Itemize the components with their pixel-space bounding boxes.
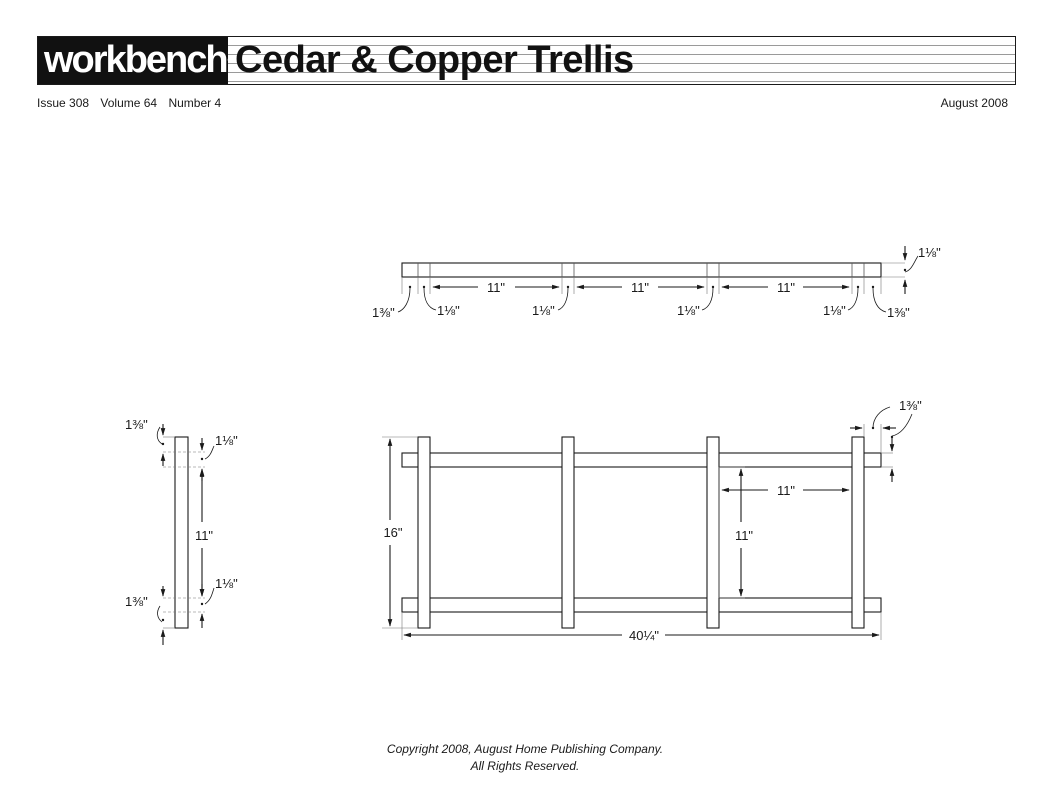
number-label: Number 4 — [168, 96, 222, 110]
side-view — [156, 424, 215, 645]
issue-date: August 2008 — [940, 96, 1008, 110]
top-spacing-label-2: 11" — [631, 280, 649, 295]
header-bar: workbench® Cedar & Copper Trellis — [37, 36, 1016, 85]
top-post-label-4: 1⅛" — [823, 303, 846, 318]
length-label: 40¼" — [629, 628, 659, 643]
registered-mark: ® — [227, 55, 235, 65]
side-overhang-top-label: 1⅜" — [125, 417, 148, 432]
height-label: 16" — [383, 525, 402, 540]
bottom-rail — [401, 597, 882, 613]
top-post-label-1: 1⅛" — [437, 303, 460, 318]
front-horizontal-spacing-label: 11" — [777, 483, 795, 498]
top-post-label-2: 1⅛" — [532, 303, 555, 318]
footer-copyright: Copyright 2008, August Home Publishing C… — [386, 742, 664, 756]
front-overhang-label: 1⅜" — [899, 398, 922, 413]
side-overhang-bottom-label: 1⅜" — [125, 594, 148, 609]
top-overhang-right-label: 1⅜" — [887, 305, 910, 320]
top-spacing-label-3: 11" — [777, 280, 795, 295]
side-spacing-label: 11" — [195, 528, 213, 543]
post-2 — [561, 436, 575, 629]
front-vertical-spacing-label: 11" — [735, 528, 753, 543]
brand-logo: workbench® — [38, 37, 234, 84]
page-title: Cedar & Copper Trellis — [235, 39, 634, 81]
top-spacing-label-1: 11" — [487, 280, 505, 295]
side-rail-top-label: 1⅛" — [215, 433, 238, 448]
footer-rights: All Rights Reserved. — [470, 759, 580, 773]
front-view — [382, 406, 913, 640]
side-rail-bottom-label: 1⅛" — [215, 576, 238, 591]
volume-number: Volume 64 — [100, 96, 158, 110]
issue-info: Issue 308 Volume 64 Number 4 — [37, 96, 229, 110]
side-view-post — [174, 436, 189, 629]
top-thickness-label: 1⅛" — [918, 245, 941, 260]
top-view — [397, 246, 919, 313]
top-overhang-left-label: 1⅜" — [372, 305, 395, 320]
top-rail — [401, 452, 882, 468]
top-post-label-3: 1⅛" — [677, 303, 700, 318]
post-4 — [851, 436, 865, 629]
post-3 — [706, 436, 720, 629]
issue-number: Issue 308 — [37, 96, 90, 110]
top-view-rail — [401, 262, 882, 278]
brand-name: workbench — [44, 39, 229, 81]
post-1 — [417, 436, 431, 629]
